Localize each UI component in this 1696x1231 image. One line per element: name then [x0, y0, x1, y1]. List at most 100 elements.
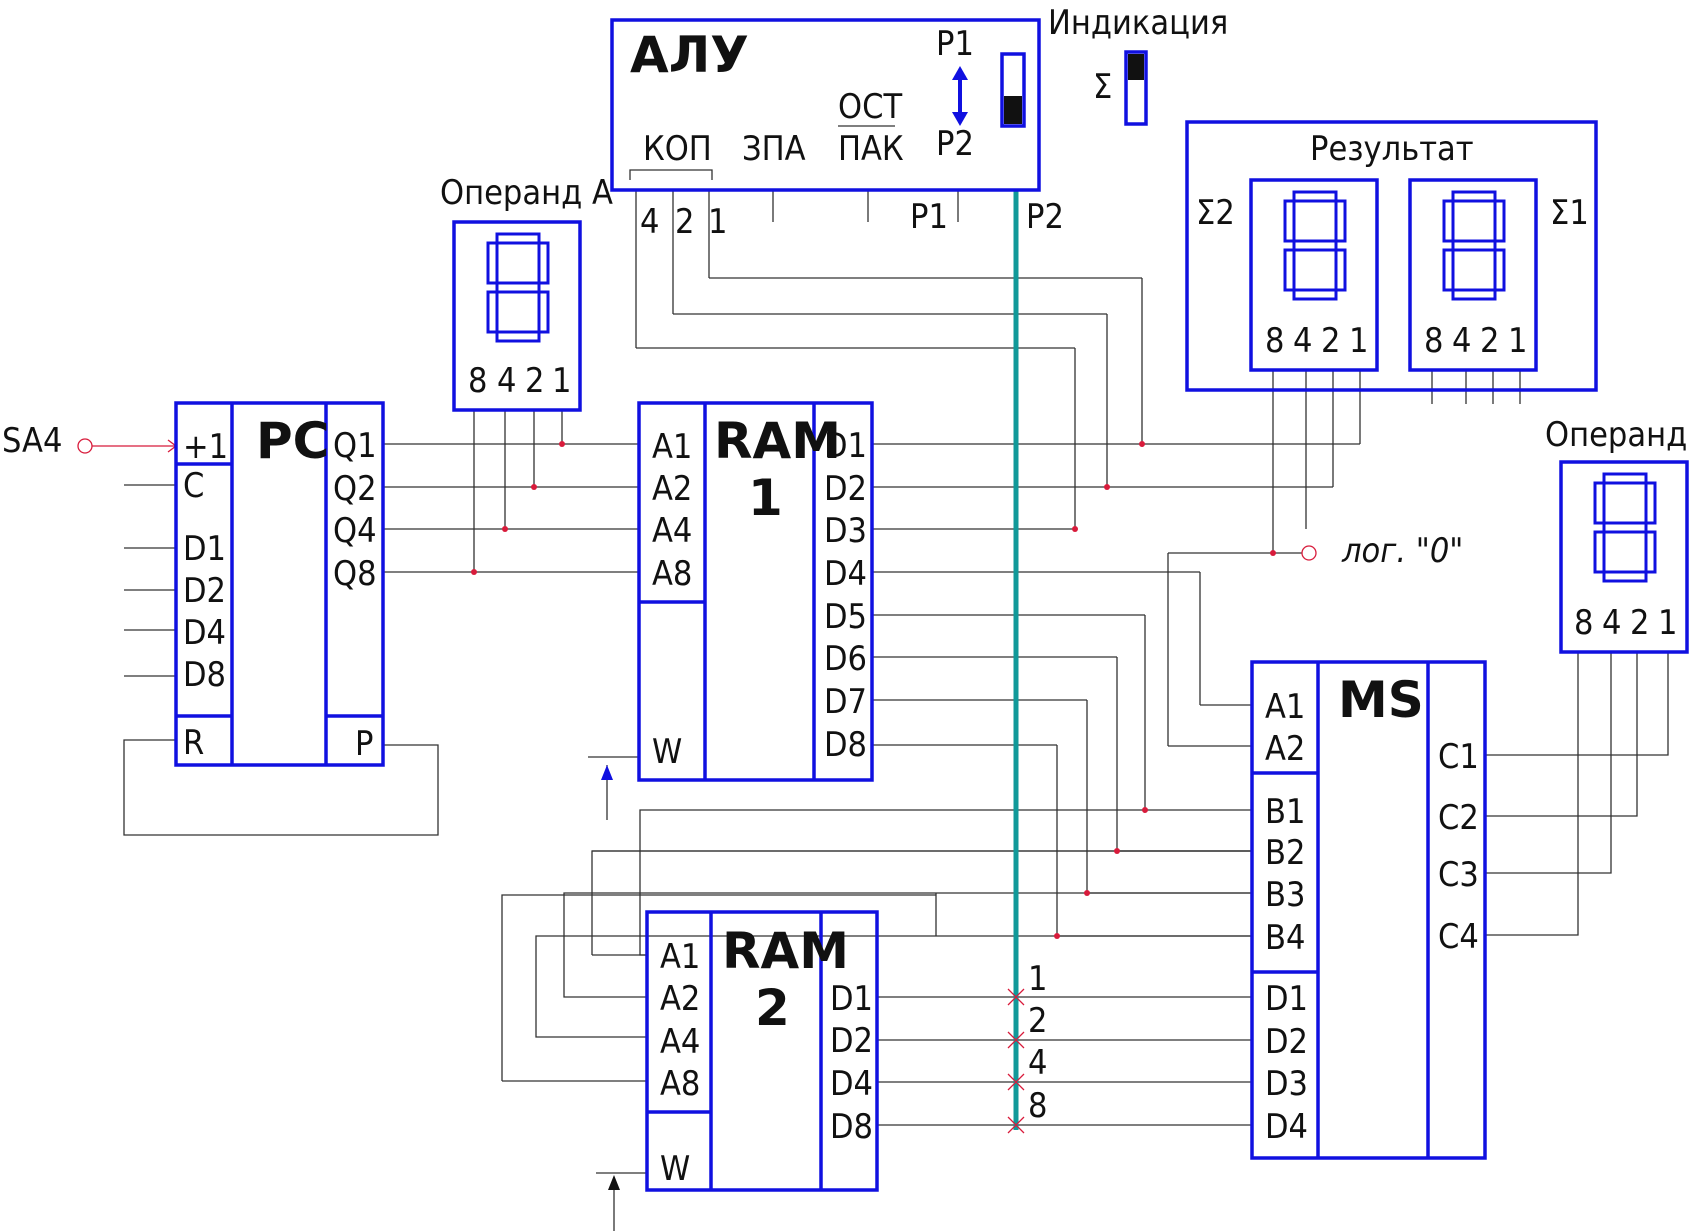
operand-a-weight: 1 [552, 361, 571, 401]
operand-b-weight: 4 [1602, 603, 1621, 643]
operand-b-title: Операнд B [1545, 415, 1696, 455]
ram1-data: D6 [824, 639, 867, 679]
alu-pin-1: 1 [708, 202, 727, 242]
bus-crossings [1007, 988, 1025, 1134]
pc-d: D2 [183, 571, 226, 611]
alu-toggle-switch[interactable] [1000, 52, 1026, 128]
ms-c: C1 [1438, 737, 1479, 777]
alu-title: АЛУ [630, 26, 749, 84]
ram2-data: D1 [830, 979, 873, 1019]
pc-p: P [355, 724, 373, 764]
ram1-title: RAM [714, 412, 841, 470]
ms-d: D1 [1265, 979, 1308, 1019]
indication-group: Индикация Σ [1048, 3, 1228, 126]
pc-block: PC +1 C D1 D2 D4 D8 R Q1 Q2 Q4 Q8 P [174, 401, 385, 767]
operand-a-title: Операнд A [440, 173, 613, 213]
alu-p1-label: Р1 [936, 24, 974, 64]
ms-block: MS A1 A2 B1 B2 B3 B4 D1 D2 D3 D4 C1 C2 C… [1250, 660, 1487, 1160]
operand-a-weight: 2 [525, 361, 544, 401]
bus-labels: 1 2 4 8 [1028, 959, 1047, 1126]
junctions [471, 441, 1276, 939]
ram1-data: D2 [824, 469, 867, 509]
indication-switch[interactable] [1124, 50, 1148, 126]
ms-d: D3 [1265, 1064, 1308, 1104]
ram2-data: D2 [830, 1021, 873, 1061]
ram2-data: D4 [830, 1064, 873, 1104]
pc-q: Q1 [333, 426, 377, 466]
result-s2-weight: 4 [1293, 321, 1312, 361]
logic-zero-input[interactable]: лог. "0" [1301, 531, 1463, 571]
alu-pak-label: ПАК [838, 129, 904, 169]
svg-text:1: 1 [1028, 959, 1047, 999]
ms-d: D2 [1265, 1022, 1308, 1062]
operand-b-display: Операнд B 8 4 2 1 [1545, 415, 1696, 654]
ram2-addr: A4 [660, 1022, 700, 1062]
ram1-data: D7 [824, 682, 867, 722]
sa4-label: SA4 [2, 421, 62, 461]
ram2-addr: A1 [660, 937, 700, 977]
alu-out-p2: Р2 [1026, 197, 1064, 237]
ram1-data: D5 [824, 597, 867, 637]
operand-b-weight: 2 [1630, 603, 1649, 643]
pc-c: C [183, 466, 204, 506]
pc-d: D4 [183, 613, 226, 653]
logic-zero-label: лог. "0" [1341, 531, 1463, 571]
ram2-w-arrow-icon [608, 1175, 620, 1190]
ram1-data: D1 [824, 426, 867, 466]
alu-block: АЛУ КОП ЗПА ОСТ ПАК Р1 Р2 4 2 1 Р1 Р2 [610, 18, 1064, 242]
ram1-num: 1 [748, 469, 783, 527]
operand-a-display: Операнд A 8 4 2 1 [440, 173, 613, 412]
svg-text:8: 8 [1028, 1086, 1047, 1126]
ms-b: B4 [1265, 918, 1305, 958]
ram2-title: RAM [722, 922, 849, 980]
indication-sigma: Σ [1093, 67, 1112, 107]
alu-ost-label: ОСТ [838, 87, 902, 127]
ram2-addr: A8 [660, 1064, 700, 1104]
ram1-w-arrow-icon [601, 765, 613, 780]
pc-q: Q2 [333, 469, 377, 509]
ram1-block: RAM 1 A1 A2 A4 A8 W D1 D2 D3 D4 D5 D6 D7… [637, 401, 874, 782]
pc-r: R [183, 723, 204, 763]
alu-pin-4: 4 [640, 202, 659, 242]
result-s1-weight: 2 [1480, 321, 1499, 361]
ms-b: B3 [1265, 875, 1305, 915]
ram1-addr: A4 [652, 511, 692, 551]
indication-title: Индикация [1048, 3, 1228, 43]
operand-a-weight: 4 [497, 361, 516, 401]
alu-kop-label: КОП [643, 129, 712, 169]
ms-c: C3 [1438, 855, 1479, 895]
wires [92, 190, 1669, 1231]
ram1-data: D4 [824, 554, 867, 594]
pc-q: Q8 [333, 554, 377, 594]
ms-d: D4 [1265, 1107, 1308, 1147]
result-s2-weight: 2 [1321, 321, 1340, 361]
ram1-data: D8 [824, 725, 867, 765]
result-title: Результат [1310, 129, 1474, 169]
result-display: Результат Σ2 Σ1 8 4 2 1 8 4 2 1 [1185, 120, 1598, 392]
ram2-w: W [660, 1149, 690, 1189]
alu-pin-2: 2 [675, 202, 694, 242]
ms-c: C2 [1438, 798, 1479, 838]
alu-out-p1: Р1 [910, 197, 948, 237]
ms-b: B1 [1265, 792, 1305, 832]
result-s1-weight: 8 [1424, 321, 1443, 361]
result-s2-weight: 8 [1265, 321, 1284, 361]
ram1-w: W [652, 732, 682, 772]
operand-a-weight: 8 [468, 361, 487, 401]
result-s1-weight: 1 [1508, 321, 1527, 361]
alu-p2-label: Р2 [936, 124, 974, 164]
ms-c: C4 [1438, 917, 1479, 957]
sa4-input[interactable]: SA4 [2, 421, 93, 461]
pc-d: D8 [183, 655, 226, 695]
result-s2-weight: 1 [1349, 321, 1368, 361]
result-sigma1: Σ1 [1550, 193, 1589, 233]
pc-inc: +1 [183, 427, 228, 467]
svg-text:2: 2 [1028, 1001, 1047, 1041]
ram2-data: D8 [830, 1107, 873, 1147]
ms-b: B2 [1265, 833, 1305, 873]
ms-a: A1 [1265, 687, 1305, 727]
double-arrow-icon [952, 66, 968, 126]
ram1-addr: A8 [652, 554, 692, 594]
result-s1-weight: 4 [1452, 321, 1471, 361]
